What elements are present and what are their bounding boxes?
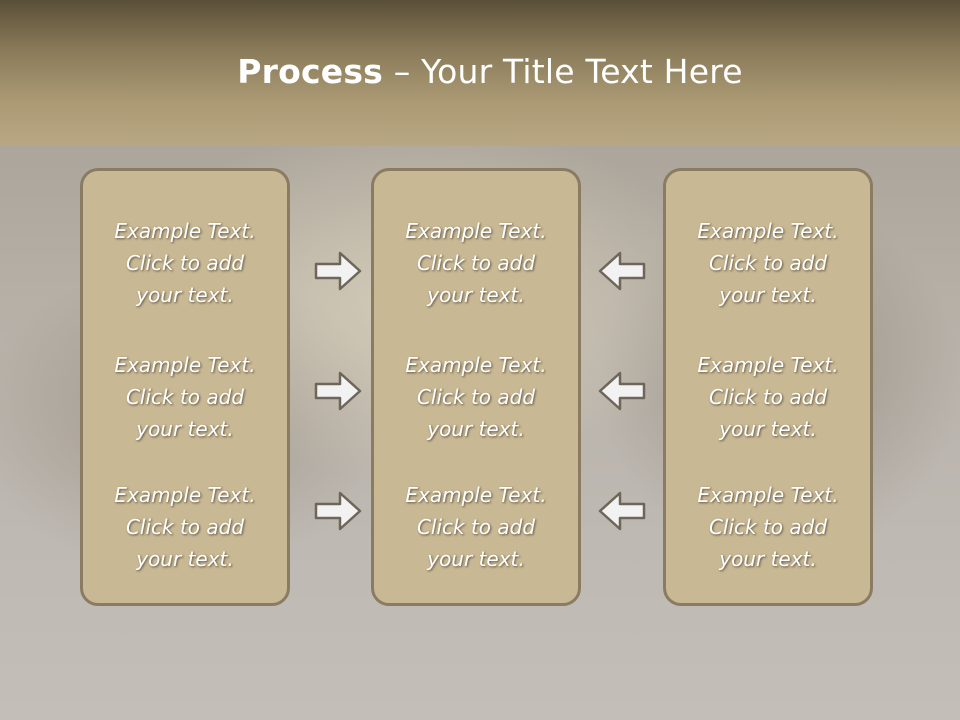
title-rest: – Your Title Text Here (383, 52, 743, 91)
placeholder-text[interactable]: Example Text. Click to add your text. (114, 483, 256, 571)
placeholder-text[interactable]: Example Text. Click to add your text. (405, 353, 547, 441)
placeholder-text[interactable]: Example Text. Click to add your text. (114, 353, 256, 441)
placeholder-text[interactable]: Example Text. Click to add your text. (405, 219, 547, 307)
title-bold: Process (237, 52, 384, 91)
arrow-left-icon (598, 371, 646, 411)
title-bar: Process – Your Title Text Here (0, 0, 960, 146)
slide-title[interactable]: Process – Your Title Text Here (0, 52, 960, 91)
placeholder-text[interactable]: Example Text. Click to add your text. (697, 483, 839, 571)
placeholder-text[interactable]: Example Text. Click to add your text. (114, 219, 256, 307)
process-panel-center[interactable]: Example Text. Click to add your text. Ex… (371, 168, 581, 606)
arrow-right-icon (314, 251, 362, 291)
arrow-left-icon (598, 251, 646, 291)
arrow-right-icon (314, 491, 362, 531)
placeholder-text[interactable]: Example Text. Click to add your text. (697, 219, 839, 307)
process-panel-right[interactable]: Example Text. Click to add your text. Ex… (663, 168, 873, 606)
placeholder-text[interactable]: Example Text. Click to add your text. (405, 483, 547, 571)
arrow-left-icon (598, 491, 646, 531)
arrow-right-icon (314, 371, 362, 411)
process-panel-left[interactable]: Example Text. Click to add your text. Ex… (80, 168, 290, 606)
placeholder-text[interactable]: Example Text. Click to add your text. (697, 353, 839, 441)
